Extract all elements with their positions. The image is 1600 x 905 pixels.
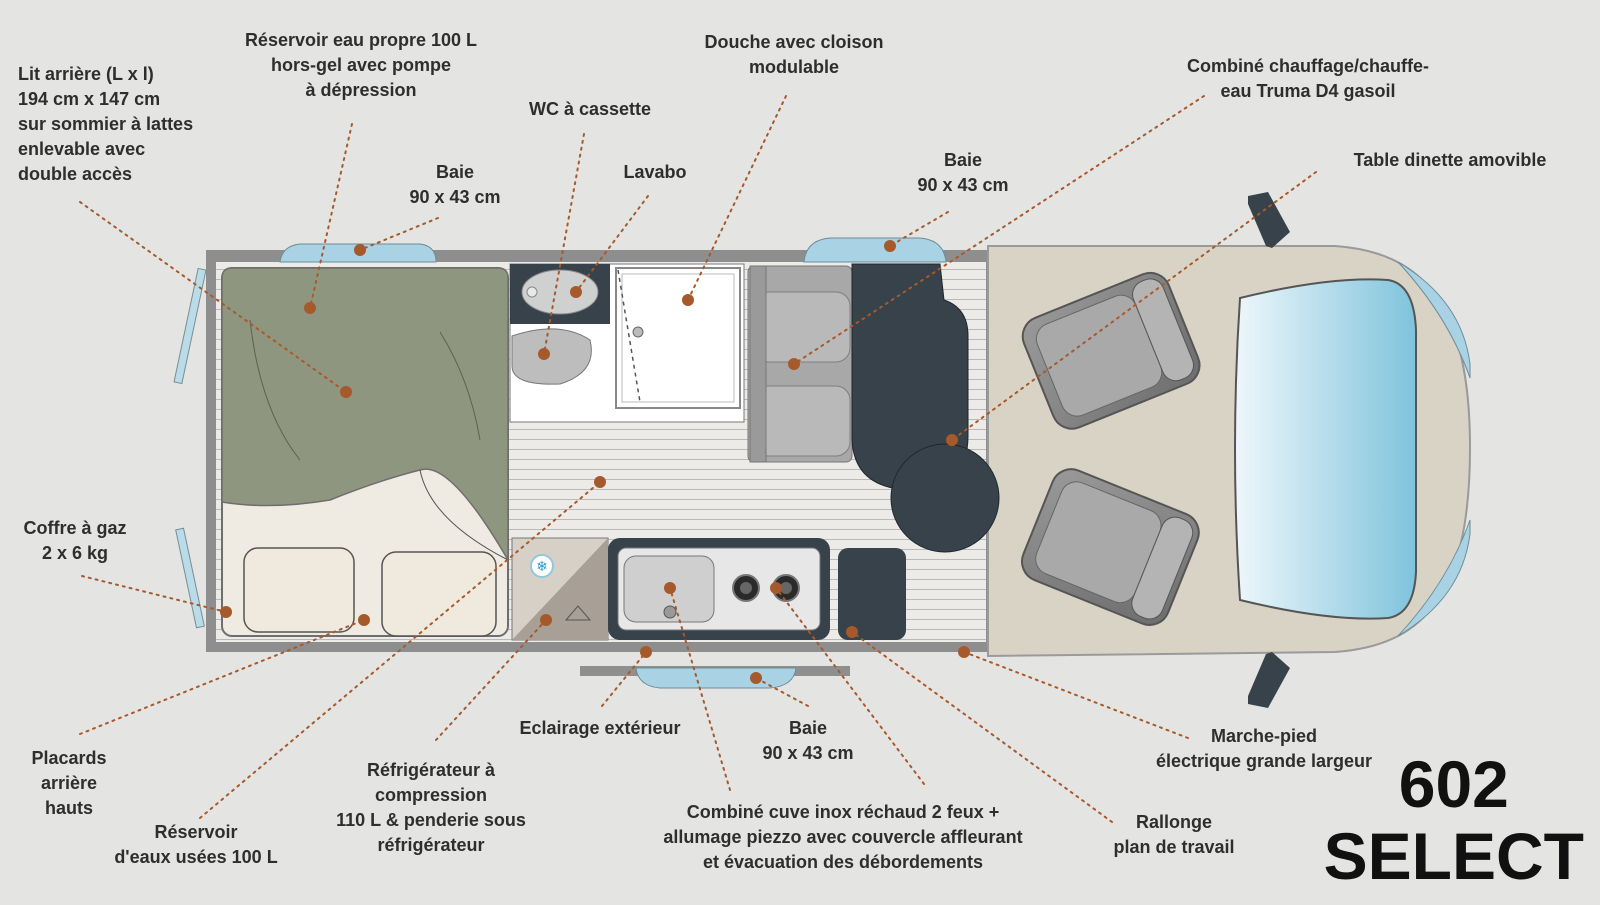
label-lavabo: Lavabo [623,162,687,182]
dot-wc [538,348,550,360]
dot-lit-arriere [340,386,352,398]
dot-douche [682,294,694,306]
cab-seats [1020,271,1201,626]
label-table-dinette: Table dinette amovible [1353,150,1547,170]
dot-combine-cuve-b [770,582,782,594]
label-baie-mid: Baie 90 x 43 cm [917,150,1009,195]
shower-tray [615,267,741,409]
leader-baie-rear [359,217,439,251]
label-coffre-gaz: Coffre à gaz 2 x 6 kg [23,518,127,563]
burners [732,574,800,602]
dot-reservoir-usees [594,476,606,488]
window-mid-top [803,237,947,263]
label-marche-pied: Marche-pied électrique grande largeur [1155,726,1373,771]
leader-marche-pied [963,651,1189,739]
window-bottom [635,667,797,689]
leader-combine-chauffage [793,95,1205,365]
label-reservoir-usees: Réservoir d'eaux usées 100 L [114,822,278,867]
passenger-seat [1020,468,1200,626]
leader-lit-arriere [79,201,347,393]
dinette-table [851,263,1000,553]
dot-placards [358,614,370,626]
leader-rallonge [851,631,1113,823]
dot-combine-chauffage [788,358,800,370]
dot-reservoir-propre [304,302,316,314]
bathroom [509,263,745,423]
dot-refrigerateur [540,614,552,626]
driver-seat [1021,271,1201,430]
label-rallonge: Rallonge plan de travail [1113,812,1235,857]
worktop-extension [838,548,906,640]
leader-lavabo [575,195,649,293]
rear-bed [221,267,509,637]
mirrors [1248,192,1290,708]
dot-combine-cuve-a [664,582,676,594]
leader-dots [220,240,970,684]
leader-combine-cuve-a [669,587,731,791]
leader-coffre-gaz [81,575,227,613]
svg-text:❄: ❄ [536,559,548,575]
bed-cover [221,267,509,563]
model-series: SELECT [1323,819,1584,893]
model-name: 602 SELECT [1324,748,1584,892]
model-number: 602 [1398,747,1509,821]
toilet [511,328,592,385]
dot-table-dinette [946,434,958,446]
label-combine-cuve: Combiné cuve inox réchaud 2 feux + allum… [663,802,1023,872]
label-eclairage: Eclairage extérieur [519,718,681,738]
dot-marche-pied [958,646,970,658]
dot-rallonge [846,626,858,638]
leader-placards [79,619,365,735]
label-combine-chauffage: Combiné chauffage/chauffe- eau Truma D4 … [1186,56,1430,101]
kitchen-unit [608,538,906,640]
dot-coffre-gaz [220,606,232,618]
leader-eclairage [601,651,647,707]
label-douche: Douche avec cloison modulable [704,32,884,77]
dot-baie-mid [884,240,896,252]
leader-table-dinette [951,171,1317,441]
leader-lines [79,95,1317,823]
label-lit-arriere: Lit arrière (L x l) 194 cm x 147 cm sur … [18,64,194,184]
label-reservoir-propre: Réservoir eau propre 100 L hors-gel avec… [244,30,478,100]
leader-refrigerateur [435,619,547,741]
leader-baie-bottom [755,677,809,707]
windscreen [1234,261,1471,637]
leader-combine-cuve-b [775,587,925,785]
label-placards: Placards arrière hauts [31,748,107,818]
leader-reservoir-usees [199,481,601,819]
washbasin [521,269,599,315]
leader-wc [543,133,585,355]
label-refrigerateur: Réfrigérateur à compression 110 L & pend… [336,760,526,855]
rear-door-glass [173,267,207,629]
dot-lavabo [570,286,582,298]
dot-baie-rear [354,244,366,256]
label-wc: WC à cassette [528,99,652,119]
dot-eclairage [640,646,652,658]
fridge-wardrobe: ❄ [511,537,609,641]
dot-baie-bottom [750,672,762,684]
pillow-right [381,551,497,637]
label-baie-bottom: Baie 90 x 43 cm [762,718,854,763]
leader-douche [687,95,787,301]
pillow-left [243,547,355,633]
leader-baie-mid [889,211,949,247]
label-baie-rear: Baie 90 x 43 cm [409,162,501,207]
